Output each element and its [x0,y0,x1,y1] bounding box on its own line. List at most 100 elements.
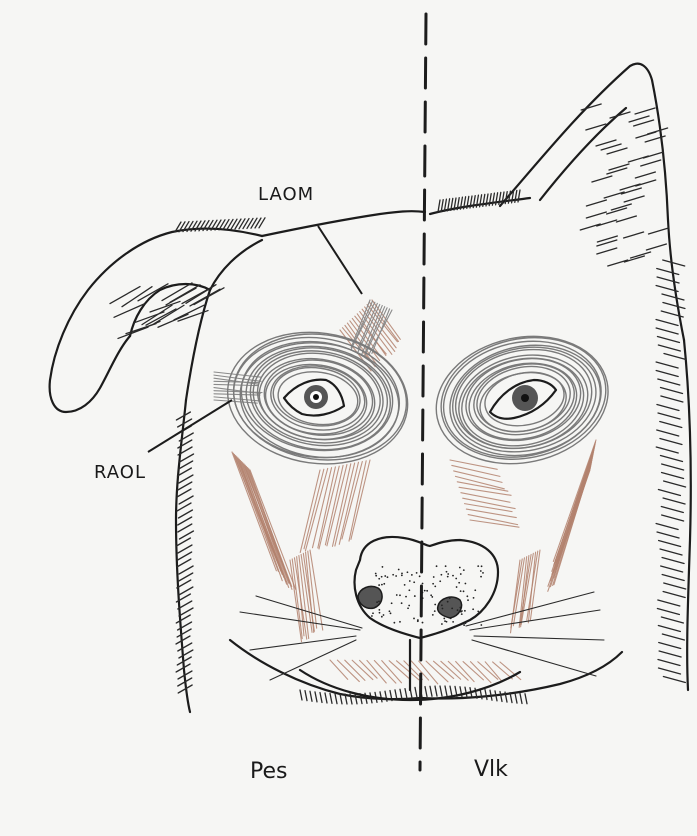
nose-texture-dot [375,573,377,575]
nose-texture-dot [446,621,448,623]
chin-fur-stroke [310,691,312,701]
nose-texture-dot [408,605,410,607]
wolf-snout-muscle-stroke [454,471,502,482]
dog-snout-muscle-stroke [305,468,327,550]
wolf-side-fur-stroke [658,345,680,351]
nose-texture-dot [459,607,461,609]
wolf-side-fur-stroke [658,660,680,666]
nose-texture-dot [446,571,448,573]
wolf-side-fur-stroke [663,592,685,598]
wolf-ear-fur-stroke [592,176,612,182]
whisker [256,596,362,628]
raol-leader-line [148,400,232,452]
nose-texture-dot [473,597,475,599]
wolf-ear-fur-stroke [624,232,644,238]
nose-texture-dot [381,576,383,578]
nose-texture-dot [460,573,462,575]
chin-fur-stroke [525,694,527,704]
nose-texture-dot [463,624,465,626]
wolf-ear-fur-stroke [609,164,629,170]
nose-texture-dot [474,589,476,591]
dog-cheek-muscle-stroke [242,462,287,585]
chin-fur-stroke [380,692,382,702]
wolf-side-fur-stroke [659,541,681,547]
dog-cheek-muscle-stroke [239,459,282,581]
whisker [472,640,596,676]
dog-cheek-muscle-stroke [249,469,292,590]
wolf-ear-fur-stroke [635,172,655,178]
chin-fur-stroke [320,692,322,702]
wolf-ear-fur-stroke [601,144,621,150]
nose-texture-dot [480,570,482,572]
nose-texture-dot [434,604,436,606]
wolf-side-fur-stroke [658,626,680,632]
dog-cheek-fur-stroke [178,510,192,518]
chin-fur-stroke [325,693,327,703]
nose-texture-dot [445,565,447,567]
wolf-side-fur-stroke [661,566,683,572]
nose-texture-dot [378,603,380,605]
nose-texture-dot [461,613,463,615]
chin-fur-stroke [500,691,502,701]
nose-texture-dot [459,567,461,569]
caption-dog: Pes [250,759,287,784]
nose-texture-dot [452,621,454,623]
nose-texture-dot [395,575,397,577]
nose-texture-dot [464,610,466,612]
nose-texture-dot [411,574,413,576]
nose-texture-dot [404,584,406,586]
wolf-ear-fur-stroke [608,260,628,266]
nose-texture-dot [482,572,484,574]
chin-fur-stroke [450,686,452,696]
nose-texture-dot [477,610,479,612]
nose-texture-dot [417,620,419,622]
nose-texture-dot [424,590,426,592]
nose-texture-dot [396,594,398,596]
nose-texture-dot [436,565,438,567]
wolf-ear-fur-stroke [581,104,601,110]
nose-texture-dot [443,618,445,620]
dog-cheek-fur-stroke [176,538,190,546]
nose-texture-dot [442,608,444,610]
nose-texture-dot [419,575,421,577]
wolf-ear-fur-stroke [641,160,661,166]
dog-snout-muscle-stroke [351,460,370,539]
nose-texture-dot [455,578,457,580]
wolf-side-fur-stroke [664,354,686,360]
chin-fur-stroke [400,689,402,699]
wolf-side-fur-stroke [663,303,685,309]
chin-fur-stroke [355,694,357,704]
wolf-side-fur-stroke [664,583,686,589]
wolf-side-fur-stroke [662,634,684,640]
wolf-side-fur-stroke [662,515,684,521]
wolf-side-fur-stroke [657,609,679,615]
nose-texture-dot [434,610,436,612]
nose-texture-dot [440,574,442,576]
nose-texture-dot [480,576,482,578]
wolf-side-fur-stroke [662,294,684,300]
wolf-cheek-muscle-stroke [552,450,594,571]
nose-texture-dot [460,611,462,613]
wolf-ear-fur-stroke [636,132,656,138]
wolf-side-fur-stroke [657,430,679,436]
wolf-head-fur-stroke [441,200,443,212]
nose-texture-dot [426,590,428,592]
wolf-side-fur-stroke [658,600,680,606]
wolf-ear-fur-stroke [629,116,649,122]
nose-texture-dot [381,616,383,618]
dog-cheek-fur-stroke [179,608,193,616]
nose-texture-dot [375,575,377,577]
nose-texture-dot [389,610,391,612]
dog-cheek-fur-stroke [178,545,192,553]
nose-texture-dot [450,617,452,619]
dog-cheek-muscle-stroke [234,454,278,571]
nose-texture-dot [376,601,378,603]
dog-cheek-fur-stroke [180,454,194,462]
chin-fur-stroke [435,686,437,696]
chin-fur-stroke [335,694,337,704]
nose-texture-dot [409,580,411,582]
nose-texture-dot [467,599,469,601]
wolf-side-fur-stroke [660,549,682,555]
label-laom: LAOM [258,184,314,205]
dog-ear-fur-stroke [122,287,152,307]
